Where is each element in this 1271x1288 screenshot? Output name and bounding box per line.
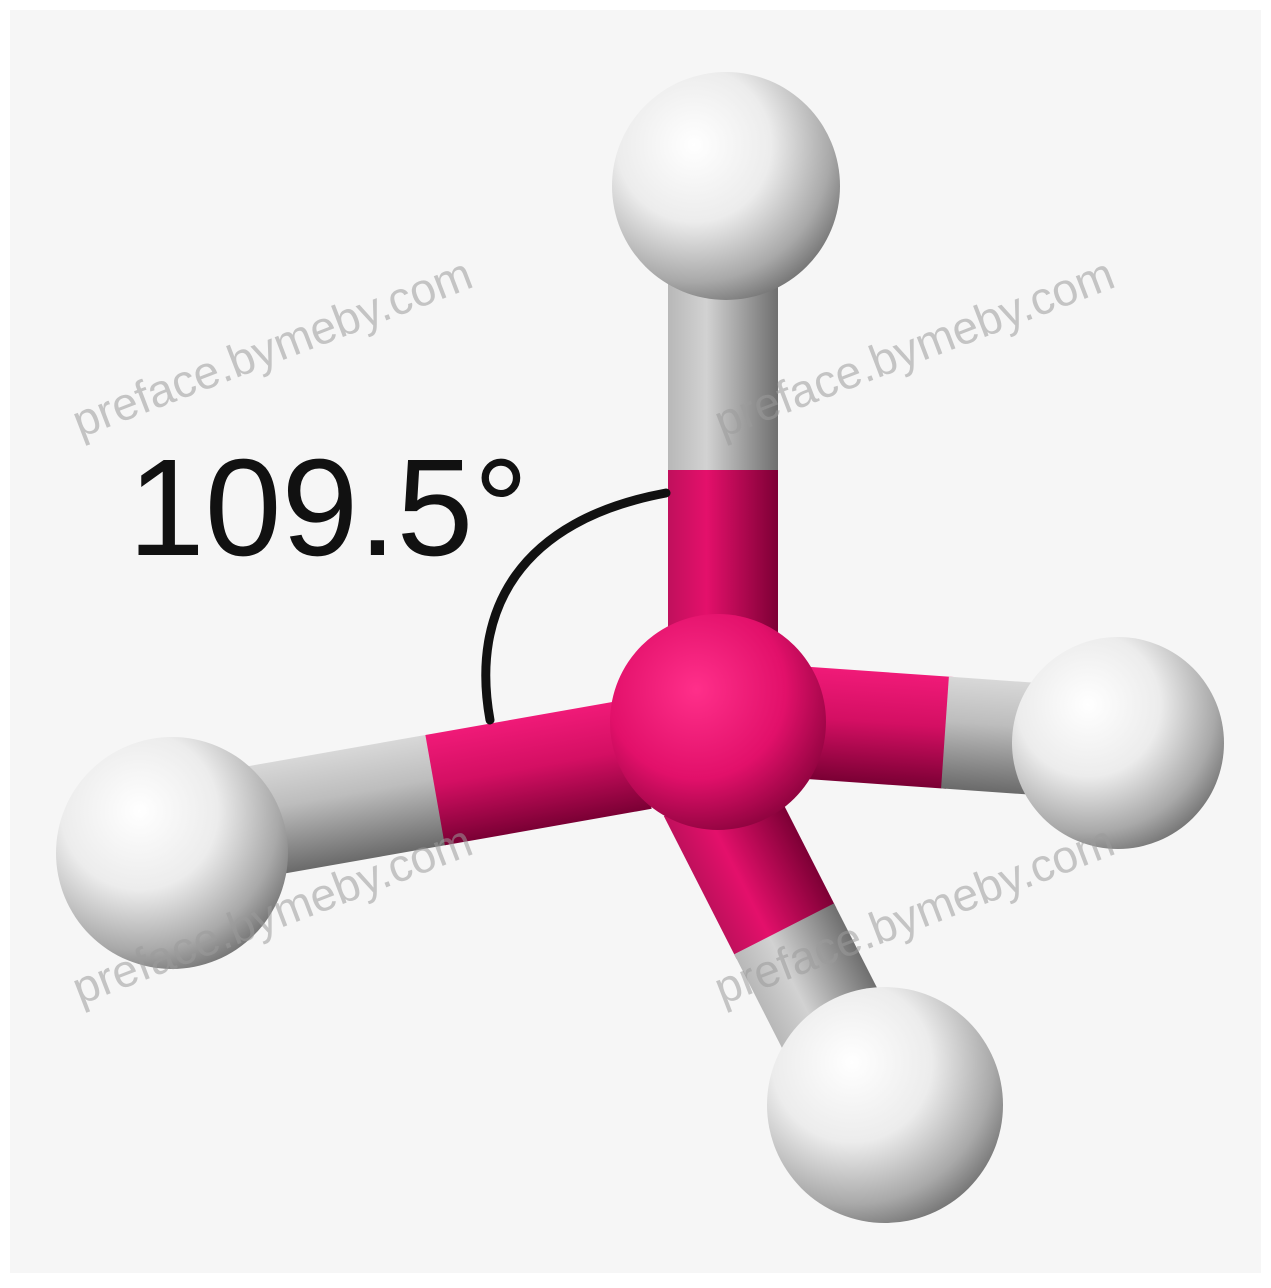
central-atom [610, 614, 826, 830]
angle-arc [481, 488, 671, 725]
outer-atom-bottom [767, 987, 1003, 1223]
angle-label: 109.5° [128, 431, 529, 585]
outer-atom-left [56, 737, 288, 969]
outer-atom-top [612, 72, 840, 300]
outer-atom-right [1012, 637, 1224, 849]
bond-left [233, 698, 652, 880]
